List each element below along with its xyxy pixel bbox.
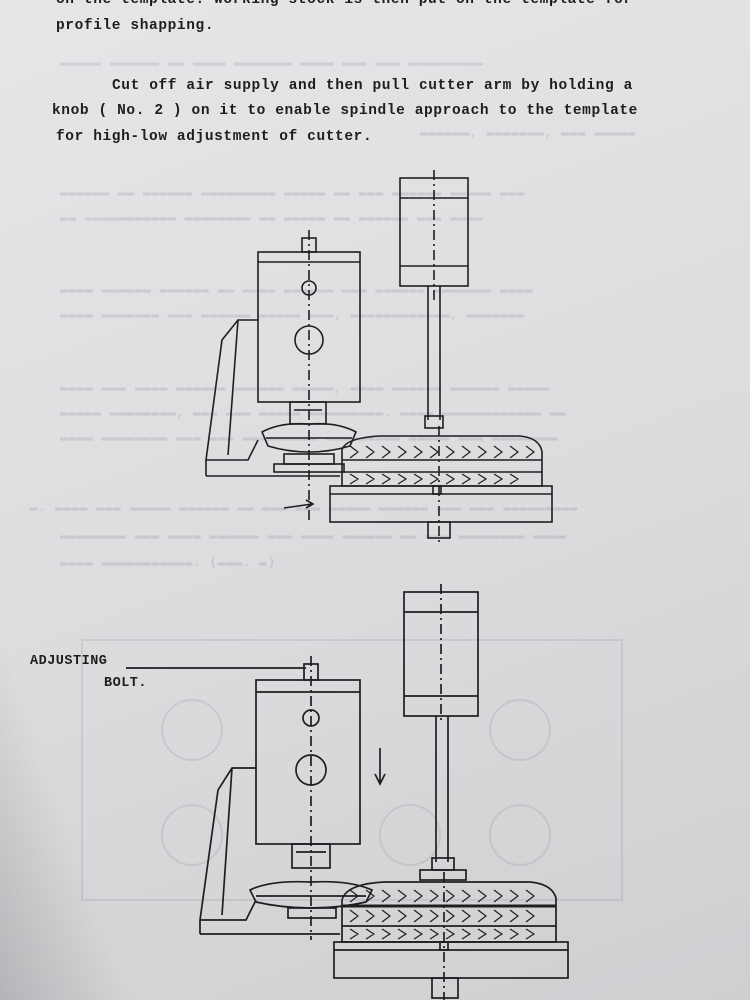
ghost-line: ▬. ▬▬▬▬ ▬▬▬ ▬▬▬▬▬ ▬▬▬▬▬▬ ▬▬ ▬▬▬ ▬▬▬ ▬▬▬▬… [30, 500, 578, 515]
workpiece-stack [341, 881, 557, 943]
adjusting-bolt-label: ADJUSTING [30, 654, 108, 669]
text-line: Cut off air supply and then pull cutter … [112, 78, 633, 94]
workpiece-stack [341, 435, 543, 487]
text-line: on the template. Working stock is then p… [56, 0, 633, 8]
adjusting-bolt-label-line2: BOLT. [104, 676, 148, 691]
ghost-line: ▬▬ ▬▬▬▬▬▬▬▬▬▬▬ ▬▬▬▬▬▬▬▬ ▬▬ ▬▬▬▬▬ ▬▬ ▬▬▬▬… [60, 210, 484, 225]
rotary-table [333, 941, 569, 979]
ghost-line: ▬▬▬▬ ▬▬▬▬▬▬▬▬▬▬▬. (▬▬▬. ▬) [60, 555, 276, 570]
text-line: for high-low adjustment of cutter. [56, 129, 373, 145]
ghost-line: ▬▬▬▬▬ ▬▬▬▬▬▬ ▬▬ ▬▬▬▬ ▬▬▬▬▬▬▬ ▬▬▬▬ ▬▬▬ ▬▬… [60, 55, 484, 70]
text-line: profile shapping. [56, 18, 215, 34]
text-line: knob ( No. 2 ) on it to enable spindle a… [52, 103, 638, 119]
ghost-line: ▬▬▬▬ ▬▬▬ ▬▬▬▬ ▬▬▬▬▬▬ ▬▬▬▬▬▬ ▬▬▬▬▬, ▬▬▬▬ … [60, 380, 550, 395]
ghost-line: ▬▬▬▬▬▬, ▬▬▬▬▬▬▬, ▬▬▬ ▬▬▬▬▬ [420, 125, 636, 140]
cutter-head [255, 679, 361, 845]
ghost-line: ▬▬▬▬ ▬▬▬▬▬▬▬ ▬▬▬ ▬▬▬▬▬▬ ▬▬▬▬▬ ▬▬▬, ▬▬▬▬▬… [60, 307, 525, 322]
ghost-line: ▬▬▬▬▬▬ ▬▬ ▬▬▬▬▬▬ ▬▬▬▬▬▬▬▬▬ ▬▬▬▬▬ ▬▬ ▬▬▬ … [60, 185, 525, 200]
